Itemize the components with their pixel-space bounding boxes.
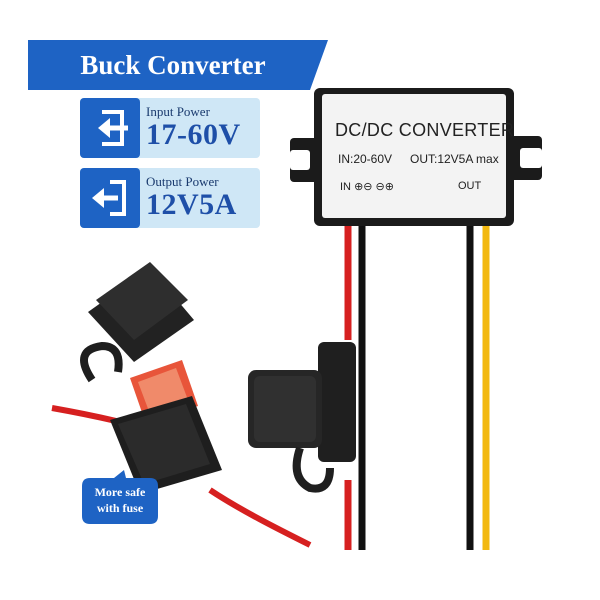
converter-output-spec: OUT:12V5A max: [410, 152, 499, 166]
input-power-value: 17-60V: [146, 118, 241, 151]
output-power-card: Output Power 12V5A: [80, 168, 260, 228]
input-power-label: Input Power: [146, 104, 210, 119]
input-power-card: Input Power 17-60V: [80, 98, 260, 158]
badge-line-2: with fuse: [96, 501, 144, 515]
banner-shape: [28, 40, 328, 90]
safety-badge: More safe with fuse: [80, 470, 160, 532]
login-arrow-icon: [80, 98, 140, 158]
converter-input-spec: IN:20-60V: [338, 152, 393, 166]
badge-line-1: More safe: [94, 485, 146, 499]
title-banner: Buck Converter: [28, 40, 328, 90]
output-power-value: 12V5A: [146, 188, 237, 221]
fuse-holder: [80, 341, 222, 494]
converter-in-label: IN ⊕⊖ ⊖⊕: [340, 180, 394, 193]
output-power-label: Output Power: [146, 174, 219, 189]
converter-title: DC/DC CONVERTER: [335, 120, 515, 140]
badge-shape: [82, 470, 158, 524]
mounting-tab-left: [290, 138, 320, 182]
badge-text: More safe with fuse: [80, 484, 160, 516]
in-text: IN: [340, 181, 351, 193]
mounting-tab-right: [508, 136, 542, 180]
fuse-cap: [88, 262, 194, 362]
terminal-symbols: ⊕⊖ ⊖⊕: [354, 181, 394, 193]
page-title: Buck Converter: [80, 50, 266, 80]
fuse-holder-inline: [248, 342, 356, 493]
converter-out-label: OUT: [458, 180, 482, 192]
logout-arrow-icon: [80, 168, 140, 228]
converter-label-plate: [322, 94, 506, 218]
